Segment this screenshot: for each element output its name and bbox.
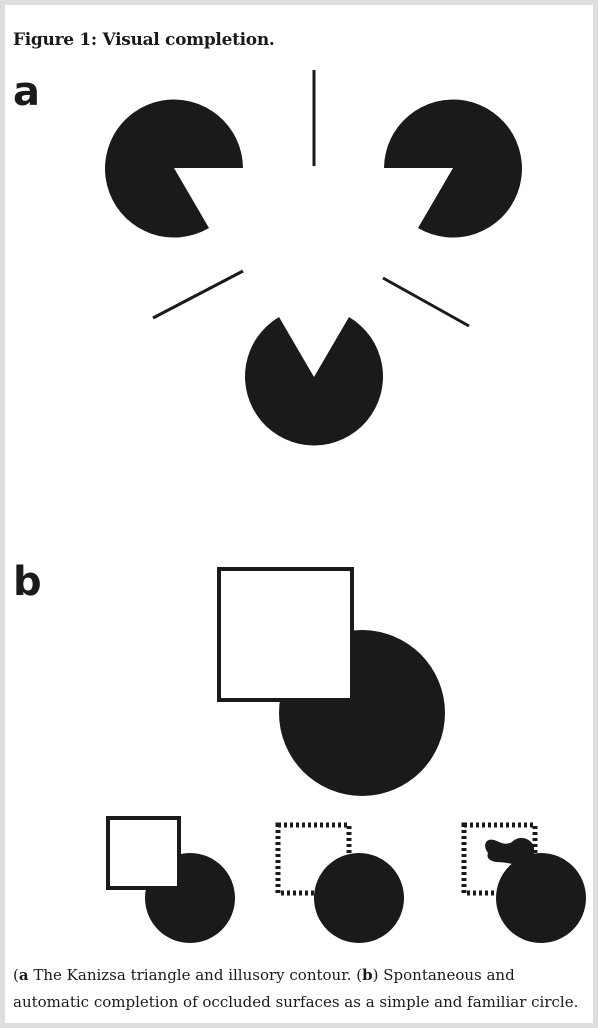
caption-text-b: ) Spontaneous and automatic completion o… xyxy=(13,966,579,1011)
figure-caption: (a The Kanizsa triangle and illusory con… xyxy=(13,966,579,1011)
pacman-bottom xyxy=(245,317,384,446)
caption-tag-a: a xyxy=(18,966,29,984)
pacman-top-right xyxy=(384,99,522,238)
occluding-square-small xyxy=(106,816,181,890)
dotted-outline-square-1 xyxy=(275,822,352,896)
figure-title: Figure 1: Visual completion. xyxy=(13,30,275,50)
caption-text-a: The Kanizsa triangle and illusory contou… xyxy=(28,966,363,984)
circle-irregular xyxy=(496,853,586,943)
panel-b-label: b xyxy=(13,559,42,605)
occluding-square-large xyxy=(217,567,354,702)
line-segment-left xyxy=(152,269,244,320)
dotted-outline-square-2 xyxy=(461,822,538,896)
irregular-blob xyxy=(485,837,534,870)
caption-tag-b: b xyxy=(362,966,373,984)
pacman-top-left xyxy=(105,99,243,238)
circle-completed xyxy=(314,853,404,943)
panel-a-label: a xyxy=(13,69,40,115)
line-segment-right xyxy=(382,276,470,328)
